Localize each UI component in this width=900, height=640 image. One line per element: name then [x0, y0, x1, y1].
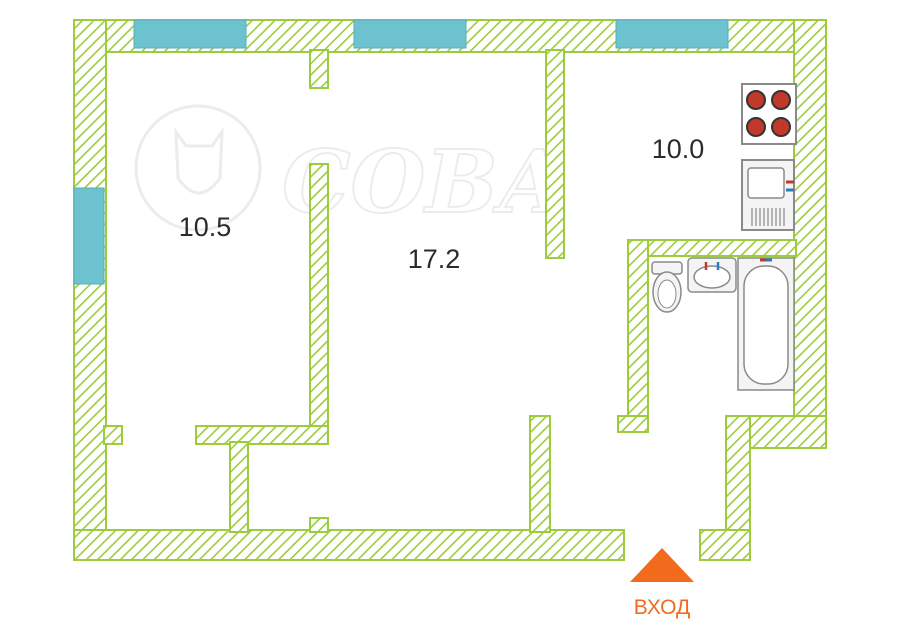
- watermark-owl-logo: [134, 104, 262, 232]
- drain-rack-icon: [751, 208, 785, 226]
- wall-left-stub: [103, 425, 123, 445]
- bathroom-sink: [687, 257, 737, 293]
- stove-burner-icon: [771, 117, 791, 137]
- wall-bath-left: [627, 239, 649, 433]
- watermark-text: СОВА: [282, 132, 568, 233]
- toilet-seat: [657, 279, 677, 309]
- wall-top-stub: [309, 49, 329, 89]
- kitchen-area-label: 10.0: [652, 134, 705, 164]
- interior-walls: [103, 49, 797, 533]
- windows: [73, 19, 729, 285]
- living-room-area-label: 17.2: [408, 244, 461, 274]
- wall-left-room-bottom: [195, 425, 329, 445]
- toilet: [651, 261, 683, 313]
- window-top-right: [615, 19, 729, 49]
- stove: [741, 83, 797, 145]
- wall-bottom: [73, 529, 625, 561]
- wall-left: [73, 19, 107, 561]
- watermark: СОВА: [134, 104, 569, 234]
- entrance-arrow-icon: [630, 548, 694, 582]
- wall-corridor-right: [529, 415, 551, 533]
- wall-bottom-stub: [309, 517, 329, 533]
- wall-bottom-right-stub: [699, 529, 751, 561]
- wall-corridor-divider: [229, 441, 249, 533]
- stove-burner-icon: [746, 117, 766, 137]
- stove-burner-icon: [746, 90, 766, 110]
- wall-partition-left: [309, 163, 329, 445]
- wall-kitchen-partition: [545, 49, 565, 259]
- bathtub-basin: [743, 265, 789, 385]
- stove-burner-icon: [771, 90, 791, 110]
- wall-bath-bottom-stub: [617, 415, 649, 433]
- window-top-left: [133, 19, 247, 49]
- kitchen-sink-basin: [747, 167, 785, 199]
- window-left: [73, 187, 105, 285]
- wall-right-upper: [793, 19, 827, 449]
- wall-bath-top: [627, 239, 797, 257]
- entrance-label: ВХОД: [634, 596, 691, 619]
- entrance-marker: ВХОД: [630, 548, 694, 619]
- watermark-owl-shape: [174, 127, 224, 195]
- window-top-middle: [353, 19, 467, 49]
- bathtub: [737, 257, 795, 391]
- bathroom-sink-basin: [693, 265, 731, 289]
- left-room-area-label: 10.5: [179, 212, 232, 242]
- kitchen-sink: [741, 159, 795, 231]
